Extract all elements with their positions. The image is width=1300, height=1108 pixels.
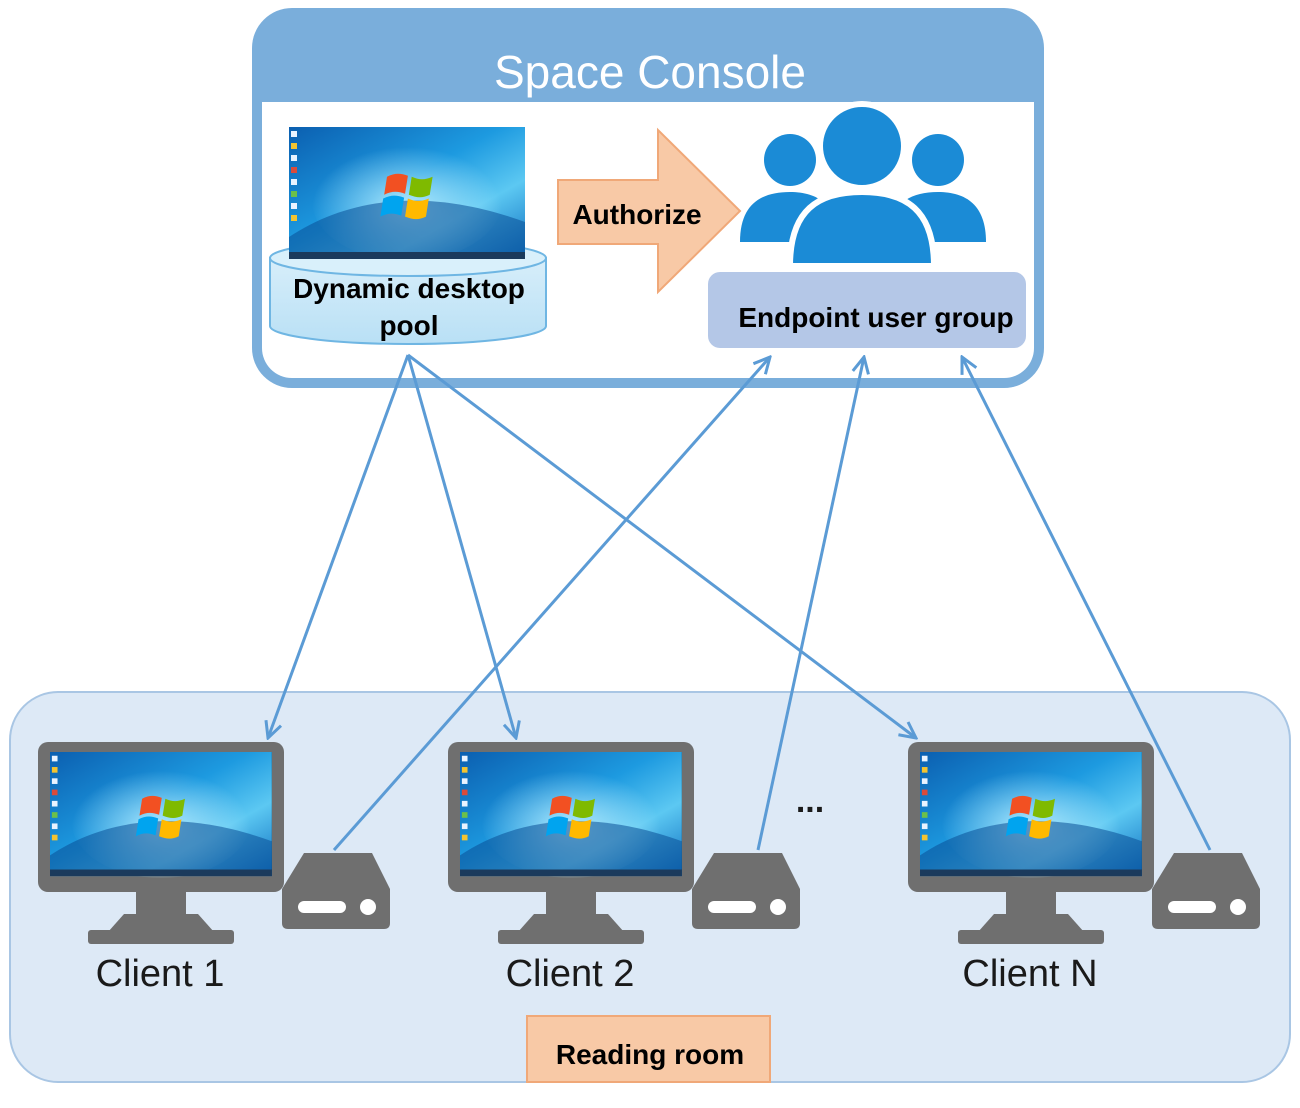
client-n: Client N <box>908 742 1260 995</box>
connectors <box>268 353 1212 851</box>
connector-pool-to-client-n <box>407 353 916 738</box>
client-1-terminal-icon <box>282 853 390 929</box>
authorize-label: Authorize <box>572 199 701 230</box>
connector-client-n-to-group <box>962 357 1212 851</box>
client-1: Client 1 <box>38 742 390 995</box>
connector-pool-to-client-2 <box>406 354 516 738</box>
client-2-label: Client 2 <box>506 953 635 995</box>
client-n-terminal-icon <box>1152 853 1260 929</box>
authorize-arrow-icon <box>557 127 742 295</box>
client-1-label: Client 1 <box>96 953 225 995</box>
space-console-title: Space Console <box>494 46 806 98</box>
authorize-arrow: Authorize <box>557 127 742 295</box>
client-2-terminal-icon <box>692 853 800 929</box>
connector-pool-to-client-1 <box>268 354 410 738</box>
pool-cylinder-icon <box>269 257 547 345</box>
pool-label-line1: Dynamic desktop <box>293 273 525 304</box>
endpoint-user-group-label: Endpoint user group <box>738 302 1013 333</box>
connector-client-1-to-group <box>332 357 770 851</box>
client-n-label: Client N <box>962 953 1097 995</box>
users-group-icon <box>740 101 986 269</box>
client-2: Client 2 <box>448 742 800 995</box>
pool-desktop-screenshot-icon <box>289 127 525 261</box>
reading-room-badge: Reading room <box>526 1015 771 1083</box>
pool-label-line2: pool <box>379 310 438 341</box>
endpoint-user-group: Endpoint user group <box>708 272 1026 348</box>
reading-room-label: Reading room <box>556 1039 744 1070</box>
connector-client-2-to-group <box>756 357 864 851</box>
dynamic-desktop-pool: Dynamic desktop pool <box>269 127 547 345</box>
ellipsis-more-clients: ... <box>796 782 824 820</box>
